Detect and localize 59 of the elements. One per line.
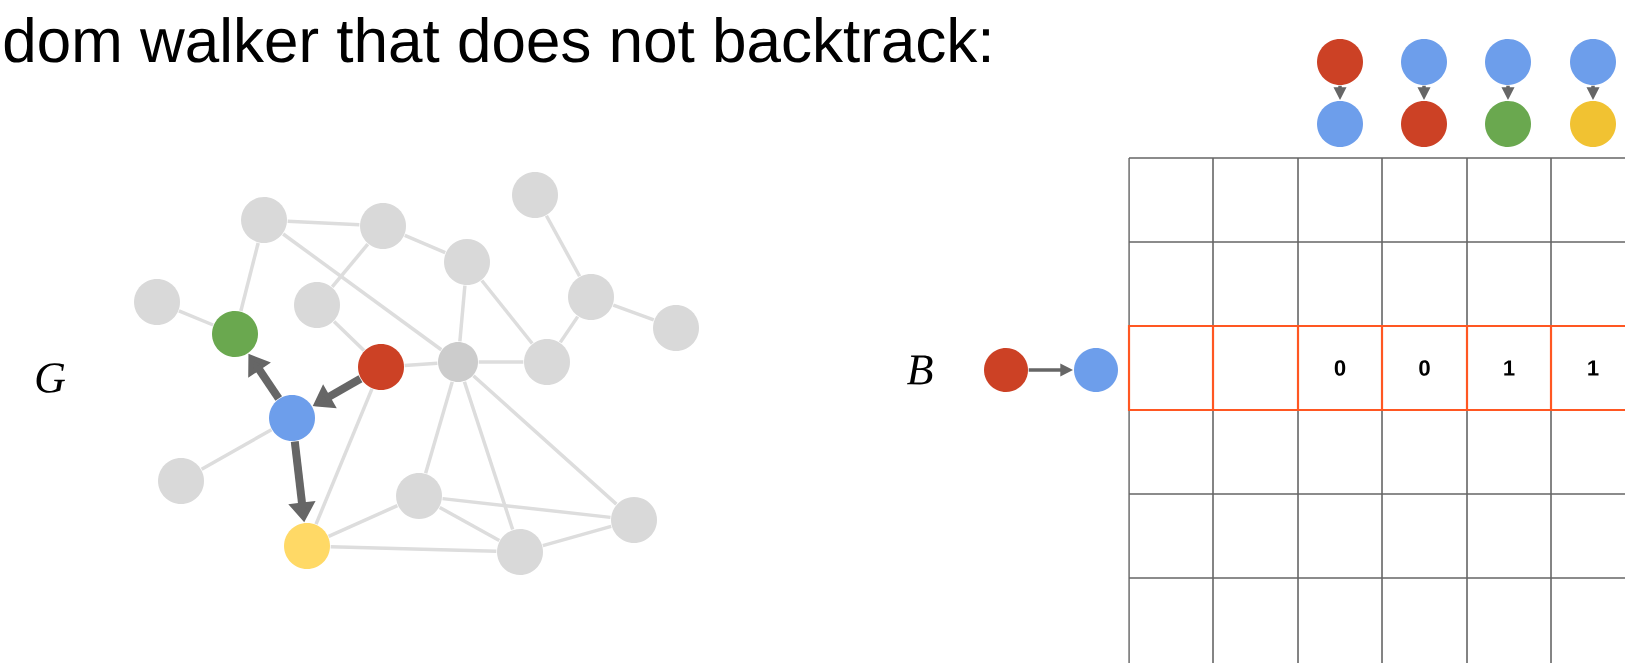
graph-node bbox=[984, 348, 1028, 392]
graph-edge bbox=[282, 232, 443, 352]
graph-node bbox=[1074, 348, 1118, 392]
graph-edge bbox=[478, 360, 524, 364]
graph-edge bbox=[458, 285, 467, 342]
graph-edge bbox=[480, 279, 534, 345]
graph-node bbox=[358, 344, 404, 390]
math-label: G bbox=[36, 363, 65, 393]
graph-node bbox=[158, 458, 204, 504]
graph-node bbox=[134, 279, 180, 325]
graph-edge bbox=[178, 309, 214, 327]
graph-edge bbox=[612, 303, 655, 322]
graph-node bbox=[438, 342, 478, 382]
graph-edge bbox=[404, 233, 446, 255]
graph-node bbox=[212, 311, 258, 357]
graph-node bbox=[444, 239, 490, 285]
cell-value: 1 bbox=[1588, 360, 1599, 376]
graph-node bbox=[1401, 39, 1447, 85]
graph-edge bbox=[558, 315, 580, 344]
graph-edge bbox=[330, 544, 497, 554]
graph-node bbox=[611, 497, 657, 543]
graph-edge bbox=[314, 388, 374, 525]
graph-edge bbox=[287, 219, 360, 227]
graph-edge bbox=[423, 381, 454, 474]
cell-value: 1 bbox=[1504, 360, 1515, 376]
graph-edge bbox=[239, 242, 260, 312]
graph-node bbox=[512, 172, 558, 218]
graph-node bbox=[1570, 39, 1616, 85]
graph-node bbox=[241, 197, 287, 243]
graph-node bbox=[284, 523, 330, 569]
graph-edge bbox=[404, 361, 438, 368]
graph-edge bbox=[438, 505, 501, 543]
graph-edge bbox=[327, 504, 399, 538]
cell-value: 0 bbox=[1334, 360, 1346, 376]
graph-node bbox=[653, 305, 699, 351]
graph-edge bbox=[544, 214, 582, 278]
math-label: B bbox=[907, 355, 933, 385]
graph-node bbox=[1401, 101, 1447, 147]
graph-node bbox=[1317, 39, 1363, 85]
graph-node bbox=[497, 529, 543, 575]
cell-value: 0 bbox=[1419, 360, 1430, 376]
graph-edge bbox=[330, 243, 370, 288]
graph-node bbox=[1317, 101, 1363, 147]
graph-node bbox=[568, 274, 614, 320]
graph-node bbox=[396, 473, 442, 519]
graph-node bbox=[294, 282, 340, 328]
graph-edge bbox=[542, 524, 612, 548]
graph-edge bbox=[462, 381, 515, 530]
graph-edge bbox=[332, 320, 366, 352]
graph-node bbox=[269, 395, 315, 441]
graph-node bbox=[1485, 101, 1531, 147]
title: dom walker that does not backtrack: bbox=[4, 17, 989, 63]
graph-edge bbox=[200, 428, 273, 471]
graph-node bbox=[1485, 39, 1531, 85]
graph-edge bbox=[442, 496, 611, 520]
graph-node bbox=[360, 203, 406, 249]
graph-node bbox=[1570, 101, 1616, 147]
graph-node bbox=[524, 339, 570, 385]
graph-edge bbox=[472, 374, 618, 506]
